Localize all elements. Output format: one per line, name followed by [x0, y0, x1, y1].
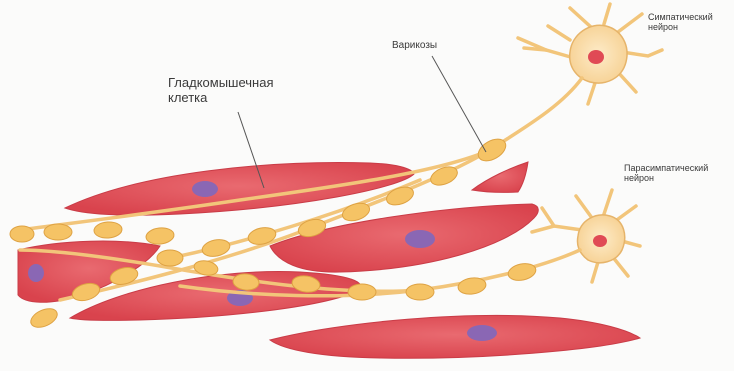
cell-nucleus — [467, 325, 497, 341]
varicosity — [406, 284, 434, 300]
varicosity — [28, 305, 60, 331]
label-varicosities: Варикозы — [392, 40, 437, 52]
varicosity — [348, 284, 376, 300]
cell-nucleus — [405, 230, 435, 248]
smooth-muscle-cell — [270, 315, 640, 358]
varicosity — [44, 224, 72, 240]
leader-line-varicosities — [432, 56, 486, 152]
label-sympathetic-neuron: Симпатический нейрон — [648, 12, 713, 33]
smooth-muscle-cell — [472, 162, 528, 192]
varicosity — [145, 227, 175, 246]
label-smooth-muscle-cell: Гладкомышечная клетка — [168, 76, 274, 106]
varicosity — [340, 200, 372, 224]
varicosity — [507, 261, 538, 282]
parasympathetic-neuron-nucleus — [593, 235, 607, 247]
varicosity — [93, 221, 122, 239]
smooth-muscle-cell — [270, 204, 538, 272]
sympathetic-neuron-nucleus — [588, 50, 604, 64]
label-parasympathetic-neuron: Парасимпатический нейрон — [624, 163, 708, 184]
varicosity — [10, 226, 34, 242]
cell-nucleus — [192, 181, 218, 197]
cell-nucleus — [28, 264, 44, 282]
varicosity — [157, 250, 183, 266]
